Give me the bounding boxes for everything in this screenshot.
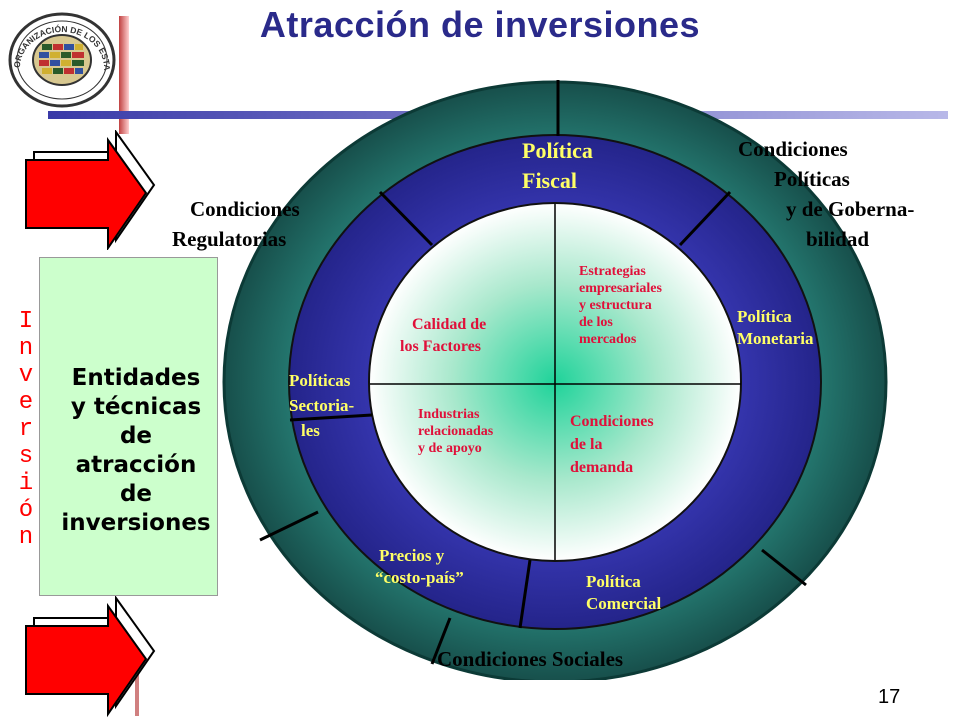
entidades-label: Entidades y técnicas de atracción de inv… bbox=[61, 365, 211, 536]
arrow-right-icon-bottom bbox=[25, 596, 156, 718]
oas-seal-icon: ORGANIZACIÓN DE LOS ESTADOS AMERICANOS bbox=[6, 10, 116, 108]
label-politica-comercial: Política Comercial bbox=[586, 572, 662, 613]
label-industrias-relacionadas: Industrias relacionadas y de apoyo bbox=[418, 407, 494, 456]
label-calidad-factores: Calidad de los Factores bbox=[400, 316, 487, 355]
label-condiciones-sociales: Condiciones Sociales bbox=[437, 647, 624, 671]
label-politica-monetaria: Política Monetaria bbox=[737, 307, 814, 348]
vertical-accent-bar-bottom bbox=[135, 650, 139, 716]
label-estrategias-empresariales: Estrategias empresariales y estructura d… bbox=[579, 264, 662, 347]
entidades-box bbox=[39, 257, 218, 596]
label-condiciones-demanda: Condiciones de la demanda bbox=[570, 413, 654, 476]
label-politicas-sectoriales: Políticas Sectoria- les bbox=[289, 371, 355, 440]
page-title: Atracción de inversiones bbox=[259, 4, 701, 45]
arrow-right-icon-top bbox=[25, 130, 156, 250]
concentric-diagram bbox=[222, 80, 888, 680]
vertical-accent-bar bbox=[119, 16, 129, 134]
slide-number: 17 bbox=[878, 686, 901, 708]
label-condiciones-politicas: Condiciones Políticas y de Goberna- bili… bbox=[738, 137, 915, 251]
label-politica-fiscal: Política Fiscal bbox=[522, 138, 593, 193]
inversion-vertical-label: I n v e r s i ó n bbox=[18, 308, 34, 551]
label-precios-costo-pais: Precios y “costo-país” bbox=[375, 546, 464, 587]
label-condiciones-regulatorias: Condiciones Regulatorias bbox=[172, 197, 300, 251]
